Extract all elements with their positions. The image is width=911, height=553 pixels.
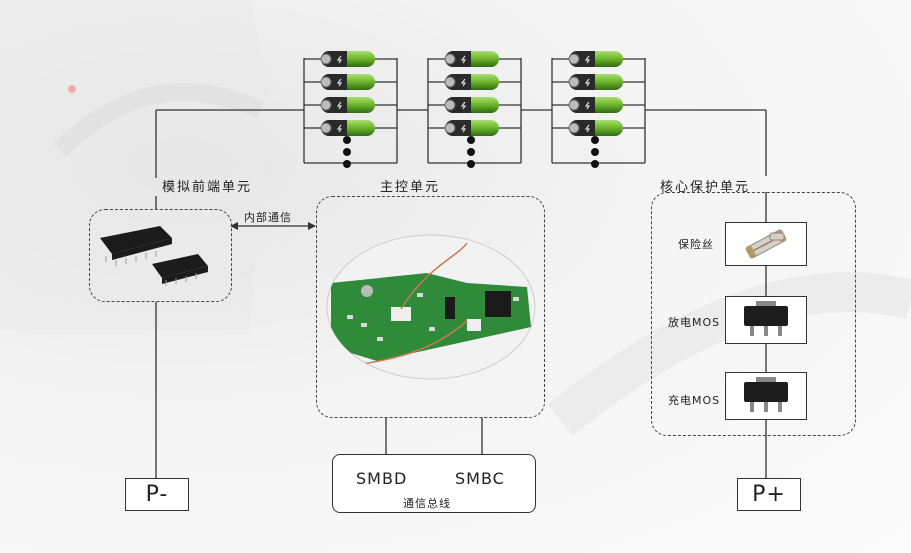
- protect-label: 核心保护单元: [660, 180, 751, 195]
- ellipsis-dot: [591, 136, 599, 144]
- comm-bus-box: SMBD SMBC 通信总线: [332, 454, 536, 513]
- ellipsis-dot: [591, 160, 599, 168]
- discharge-mos-label: 放电MOS: [668, 316, 721, 329]
- battery-cell-icon: [317, 119, 377, 137]
- mos-transistor-icon: [744, 301, 788, 336]
- protect-box: [651, 192, 856, 436]
- ellipsis-dot: [467, 148, 475, 156]
- ellipsis-dot: [467, 136, 475, 144]
- fuse-label: 保险丝: [678, 238, 714, 251]
- battery-cell-icon: [441, 96, 501, 114]
- ellipsis-dot: [591, 148, 599, 156]
- ellipsis-dot: [343, 148, 351, 156]
- discharge-mos-component: [725, 296, 807, 344]
- battery-cell-icon: [317, 96, 377, 114]
- smbd-label: SMBD: [356, 469, 408, 488]
- mcu-label: 主控单元: [380, 180, 441, 195]
- battery-cell-icon: [317, 50, 377, 68]
- battery-cell-icon: [565, 73, 625, 91]
- ellipsis-dot: [343, 136, 351, 144]
- bus-caption: 通信总线: [403, 497, 451, 510]
- mos-transistor-icon: [744, 377, 788, 412]
- battery-cell-icon: [565, 50, 625, 68]
- afe-box: [89, 209, 232, 302]
- p-minus-terminal: P-: [125, 478, 189, 511]
- smbc-label: SMBC: [455, 469, 505, 488]
- ellipsis-dot: [467, 160, 475, 168]
- battery-cell-icon: [565, 96, 625, 114]
- fuse-component: [725, 222, 807, 266]
- battery-cell-icon: [317, 73, 377, 91]
- p-plus-terminal: P+: [737, 478, 801, 511]
- mcu-box: [316, 196, 545, 418]
- internal-comm-label: 内部通信: [244, 211, 292, 224]
- pcb-board-icon: [326, 234, 536, 380]
- battery-cell-icon: [441, 119, 501, 137]
- charge-mos-label: 充电MOS: [668, 394, 721, 407]
- battery-cell-icon: [441, 73, 501, 91]
- battery-cell-icon: [565, 119, 625, 137]
- charge-mos-component: [725, 372, 807, 420]
- afe-chip-icon: [100, 226, 208, 286]
- battery-cell-icon: [441, 50, 501, 68]
- ellipsis-dot: [343, 160, 351, 168]
- afe-label: 模拟前端单元: [162, 180, 253, 195]
- fuse-icon: [745, 229, 787, 259]
